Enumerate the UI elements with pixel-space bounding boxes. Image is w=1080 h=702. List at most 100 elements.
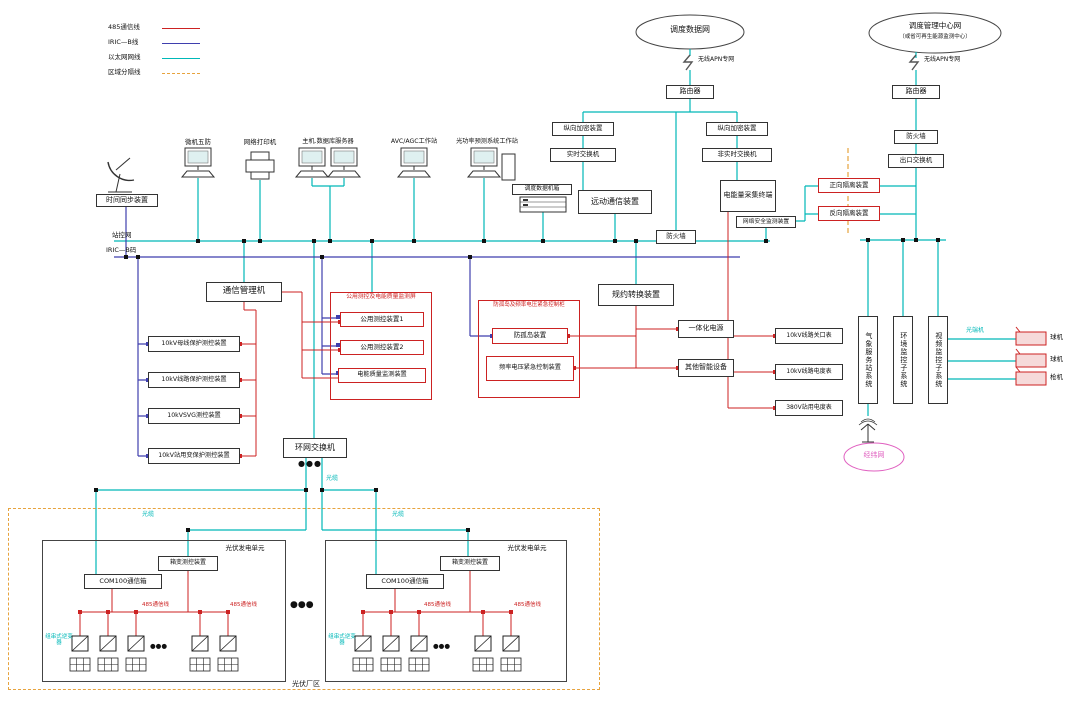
com100-box-unit-1: COM100通信箱 — [84, 574, 162, 589]
legend-line-rs485 — [162, 28, 200, 29]
camera-label-dome-2: 球机 — [1050, 355, 1063, 363]
weather-cloud-label: 经纬网 — [863, 451, 885, 459]
other-smart-devices: 其他智能设备 — [678, 359, 734, 377]
energy-acquisition-terminal: 电能量采集终端 — [720, 180, 776, 212]
pv-unit-1-title: 光伏发电单元 — [225, 544, 265, 552]
exit-switch: 出口交换机 — [888, 154, 944, 168]
camera-device-icons — [1015, 326, 1047, 386]
apn-label-left: 无线APN专网 — [698, 56, 735, 63]
meter-station-service: 380V站用电度表 — [775, 400, 843, 416]
bay-busbar-protection: 10kV母线保护测控装置 — [148, 336, 240, 352]
common-panel-group — [330, 292, 432, 400]
bay-line-protection: 10kV线路保护测控装置 — [148, 372, 240, 388]
camera-label-bullet: 枪机 — [1050, 373, 1063, 381]
island-panel-group — [478, 300, 580, 398]
meter-line: 10kV线路电度表 — [775, 364, 843, 380]
forecast-label: 光功率预测系统工作站 — [456, 138, 518, 145]
printer-label: 网络打印机 — [243, 138, 277, 146]
protocol-converter: 规约转换装置 — [598, 284, 674, 306]
switch-nonrealtime: 非实时交换机 — [702, 148, 772, 162]
meter-gateway: 10kV线路关口表 — [775, 328, 843, 344]
wireless-link-icon-left — [682, 54, 694, 71]
optical-terminal-label: 光端机 — [966, 327, 985, 334]
satellite-dish-icon — [107, 157, 135, 193]
apn-label-right: 无线APN专网 — [924, 56, 961, 63]
legend-line-ethernet — [162, 58, 200, 59]
legend-line-irig — [162, 43, 200, 44]
encryptor-left: 纵向加密装置 — [552, 122, 614, 136]
fiber-label-1: 光缆 — [326, 475, 339, 482]
cloud-dispatch-data-label: 调度数据网 — [670, 25, 710, 34]
irig-b-wires — [114, 207, 740, 457]
pv-unit-2-boundary — [325, 540, 567, 682]
five-proof-label: 微机五防 — [185, 138, 211, 146]
cloud-shape-dispatch-mgmt — [868, 12, 1002, 54]
firewall-mid: 防火墙 — [656, 230, 696, 244]
inverter-label-unit-1: 组串式逆变器 — [45, 634, 73, 647]
computer-icon-forecast — [467, 147, 501, 178]
legend-label-zone: 区域分隔线 — [108, 68, 141, 76]
rtu-box: 远动通信装置 — [578, 190, 652, 214]
firewall-right: 防火墙 — [894, 130, 938, 144]
legend-line-zone — [162, 73, 200, 74]
fiber-label-3: 光缆 — [392, 511, 405, 518]
rs485-wires — [79, 212, 775, 638]
encryptor-right: 纵向加密装置 — [706, 122, 768, 136]
camera-label-dome-1: 球机 — [1050, 333, 1063, 341]
server-tower-icon — [501, 153, 516, 181]
rs485-label-u1a: 485通信线 — [142, 602, 169, 608]
subsystem-weather: 气象服务站系统 — [858, 316, 878, 404]
ring-network-switch: 环网交换机 — [283, 438, 347, 458]
cloud-dispatch-mgmt-label-1: 调度管理中心网 — [908, 21, 962, 30]
legend-label-ethernet: 以太网网线 — [108, 53, 141, 61]
junction-nodes-black — [94, 238, 940, 532]
subsystem-video: 视频监控子系统 — [928, 316, 948, 404]
dots-unit-2: ●●● — [433, 642, 451, 650]
computer-icon-five-proof — [181, 147, 215, 178]
common-meas-1: 公用测控装置1 — [340, 312, 424, 327]
bay-svg-control: 10kVSVG测控装置 — [148, 408, 240, 424]
common-meas-2: 公用测控装置2 — [340, 340, 424, 355]
ring-switch-dots: ●●● — [298, 459, 322, 468]
com100-box-unit-2: COM100通信箱 — [366, 574, 444, 589]
fiber-label-2: 光缆 — [142, 511, 155, 518]
power-quality-monitor: 电能质量监测装置 — [338, 368, 426, 383]
dots-between-units: ●●● — [290, 600, 314, 610]
legend-label-irig: IRIC—B线 — [108, 38, 139, 46]
wireless-link-icon-right — [908, 54, 920, 71]
pv-unit-1-boundary — [42, 540, 286, 682]
cloud-shape-weather-net — [843, 442, 905, 472]
network-security-monitor: 网络安全监测装置 — [736, 216, 796, 228]
pv-area-boundary — [8, 508, 600, 690]
island-panel-title: 防孤岛及频率电压紧急控制柜 — [493, 302, 565, 308]
router-right: 路由器 — [892, 85, 940, 99]
isolation-reverse: 反向隔离装置 — [818, 206, 880, 221]
subsystem-environment: 环境监控子系统 — [893, 316, 913, 404]
integrated-power: 一体化电源 — [678, 320, 734, 338]
rs485-label-u2b: 485通信线 — [514, 602, 541, 608]
avc-agc-label: AVC/AGC工作站 — [390, 138, 438, 145]
switch-realtime: 实时交换机 — [550, 148, 616, 162]
pv-unit-2-title: 光伏发电单元 — [507, 544, 547, 552]
rs485-label-u1b: 485通信线 — [230, 602, 257, 608]
computer-icon-server-2 — [327, 147, 361, 178]
common-panel-title: 公用测控及电能质量监测屏 — [346, 294, 416, 300]
computer-icon-avc — [397, 147, 431, 178]
computer-icon-server-1 — [295, 147, 329, 178]
isolation-forward: 正向隔离装置 — [818, 178, 880, 193]
anti-islanding-device: 防孤岛装置 — [492, 328, 568, 344]
bus-irig-label: IRIC—B码 — [106, 246, 137, 254]
pv-area-label: 光伏厂区 — [292, 680, 320, 688]
server-label: 主机.数据库服务器 — [302, 138, 354, 145]
transformer-ctrl-unit-2: 箱变测控装置 — [440, 556, 500, 571]
antenna-icon — [858, 418, 878, 443]
dispatch-cabinet-label: 调度数据机箱 — [512, 184, 572, 195]
router-left: 路由器 — [666, 85, 714, 99]
legend-label-rs485: 485通信线 — [108, 23, 140, 31]
printer-icon — [245, 151, 275, 180]
inverter-label-unit-2: 组串式逆变器 — [328, 634, 356, 647]
rack-icon-dispatch-cabinet — [519, 196, 567, 213]
freq-volt-emergency-ctrl: 频率电压紧急控制装置 — [486, 356, 574, 381]
